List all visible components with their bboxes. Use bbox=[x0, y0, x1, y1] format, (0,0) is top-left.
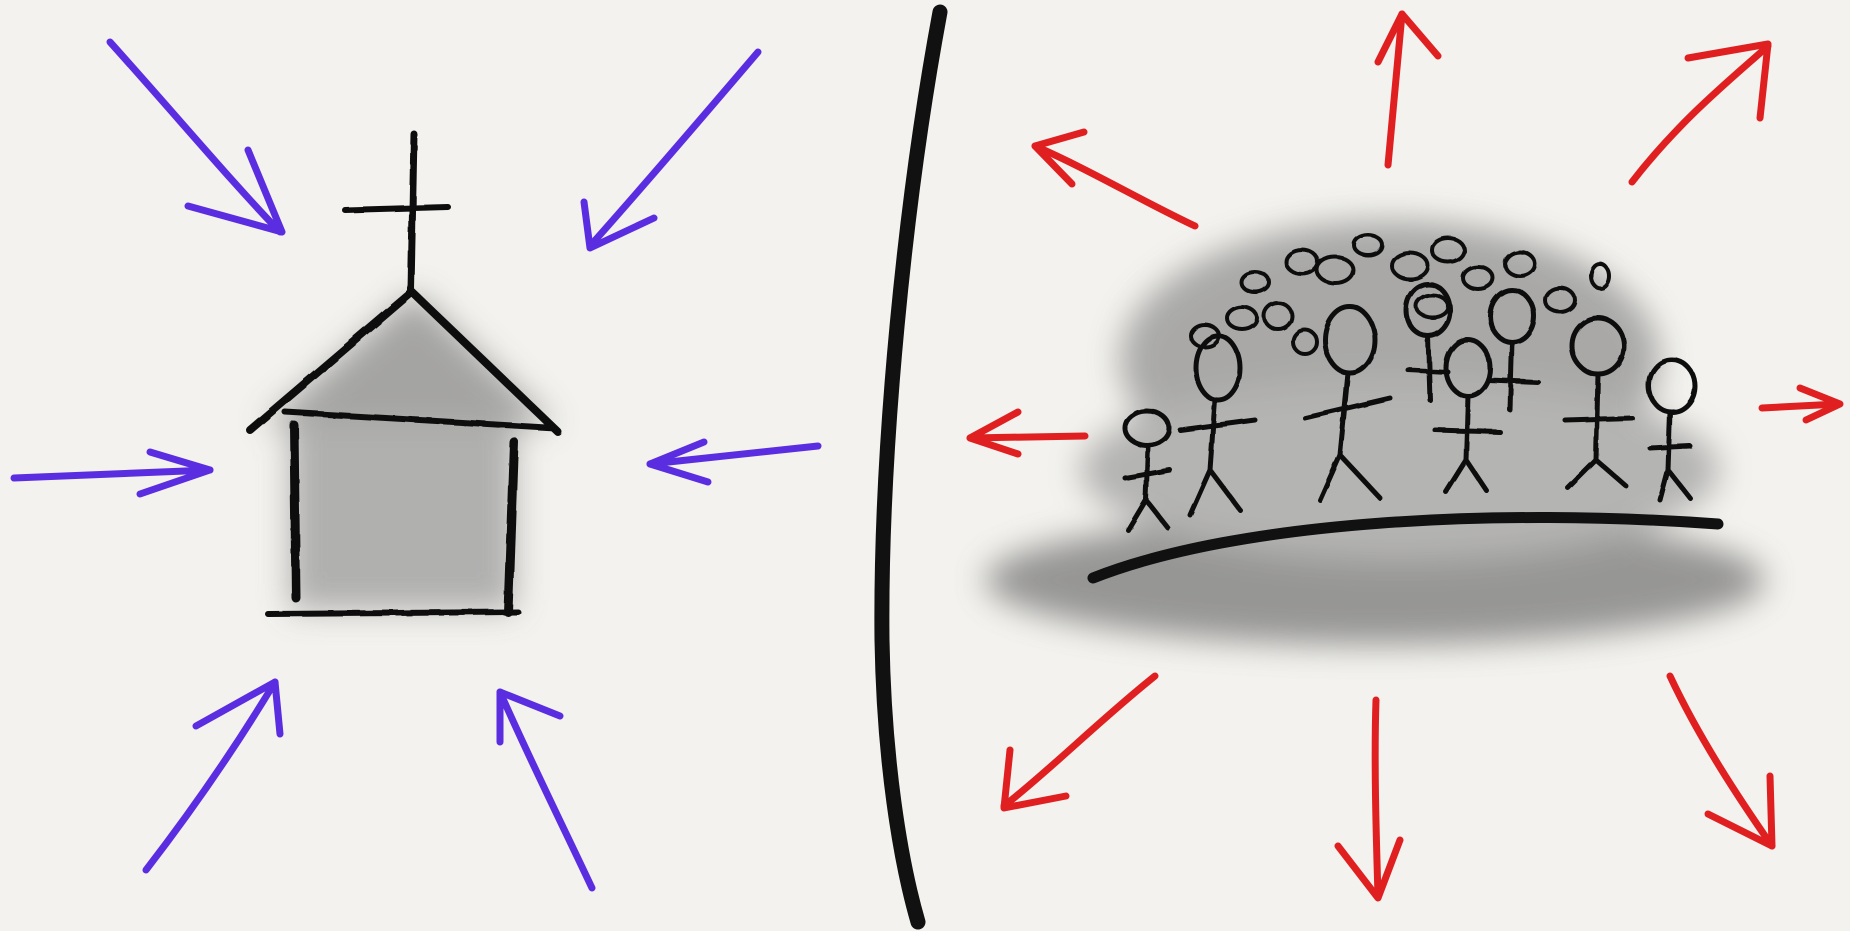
outward-arrow-bottom-right bbox=[1670, 676, 1772, 846]
church-walls bbox=[294, 425, 296, 598]
inward-arrow-bottom-right bbox=[500, 692, 592, 888]
inward-arrow-bottom-left bbox=[146, 682, 280, 870]
church-panel bbox=[14, 20, 818, 900]
outward-arrow-left bbox=[970, 412, 1085, 454]
crowd-wash bbox=[985, 220, 1765, 645]
inward-arrow-right bbox=[650, 442, 818, 482]
outward-arrow-right bbox=[1762, 388, 1840, 420]
outward-arrow-top-right bbox=[1632, 44, 1768, 182]
outward-arrow-top bbox=[1378, 14, 1438, 165]
vertical-divider bbox=[882, 12, 940, 922]
crowd-panel bbox=[970, 10, 1840, 920]
people-group-icon bbox=[985, 220, 1765, 645]
inward-arrow-top-left bbox=[110, 42, 282, 232]
outward-arrow-top-left bbox=[1035, 132, 1195, 226]
outward-arrow-bottom-left bbox=[1004, 676, 1155, 808]
outward-arrow-bottom bbox=[1338, 700, 1400, 898]
inward-arrow-top-right bbox=[584, 52, 758, 248]
church-icon bbox=[250, 134, 558, 614]
inward-arrow-left bbox=[14, 452, 210, 494]
church-cross bbox=[411, 134, 414, 290]
